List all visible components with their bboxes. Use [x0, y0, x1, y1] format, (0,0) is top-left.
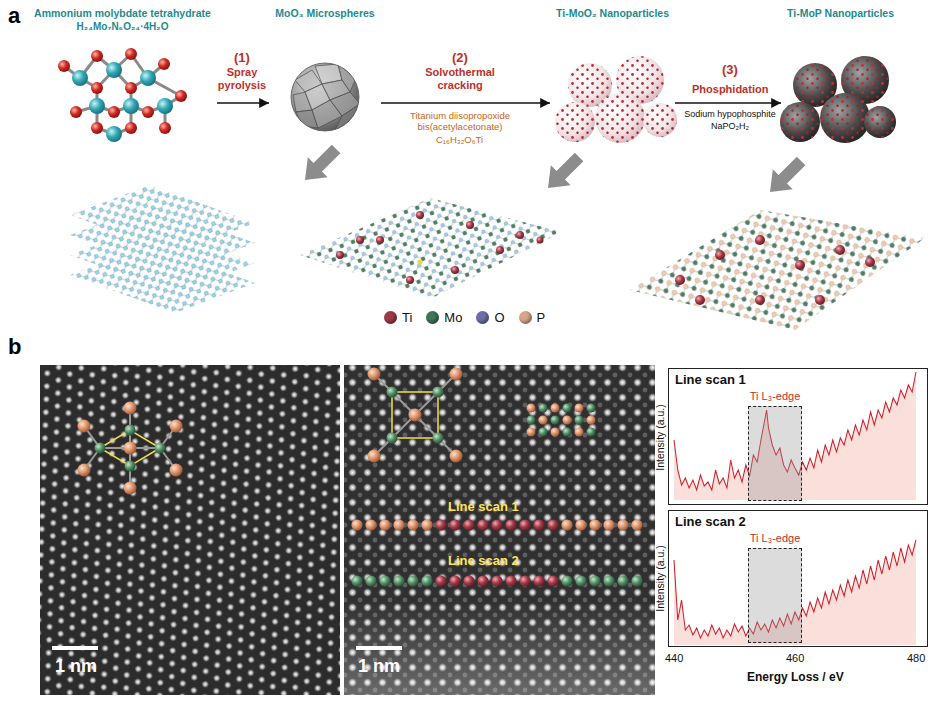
process-arrow — [381, 102, 550, 103]
node-title: Line scan 1 — [669, 369, 752, 390]
node-title: Ti L₃-edge — [750, 389, 801, 403]
reagent-formula: NaPO₂H₂ — [711, 121, 749, 132]
haadf-image — [344, 365, 655, 695]
edge-window: Ti L₃-edge — [739, 389, 811, 501]
node-formula: H₂₄Mo₇N₆O₂₄·4H₂O — [77, 20, 169, 34]
reagent-name: Sodium hypophosphite — [680, 109, 780, 120]
step-name: Spray pyrolysis — [214, 66, 270, 92]
legend-text: Ti — [402, 310, 412, 325]
step-number: (3) — [722, 62, 738, 78]
spectrum-panel: Line scan 2Ti L₃-edge — [668, 510, 928, 647]
legend-item: Mo — [426, 310, 462, 325]
stage-node: Ti-MoO₂ Nanoparticles — [552, 6, 673, 150]
tick-label: 460 — [786, 651, 804, 665]
axis-title: Intensity (a.u.) — [654, 545, 667, 612]
panel-letter: b — [8, 333, 21, 361]
molecule — [58, 48, 187, 142]
tick-label: 480 — [907, 651, 925, 665]
nanoparticles — [555, 56, 677, 143]
node-title: Ammonium molybdate tetrahydrate — [34, 6, 211, 20]
legend-swatch — [519, 311, 532, 324]
haadf-image — [40, 365, 340, 695]
legend-swatch — [384, 311, 397, 324]
scale-bar-label: 1 nm — [358, 655, 400, 678]
node-title: Ti L₃-edge — [750, 531, 801, 545]
process-arrow — [217, 102, 269, 103]
legend-text: O — [494, 310, 504, 325]
node-title: Ti-MoO₂ Nanoparticles — [556, 6, 669, 20]
panel-letter: a — [8, 2, 20, 30]
node-title: Line scan 2 — [669, 511, 752, 532]
legend-text: P — [537, 310, 546, 325]
legend-item: Ti — [384, 310, 412, 325]
axis-title: Intensity (a.u.) — [654, 404, 667, 471]
crystal-lattice — [630, 210, 925, 330]
legend-swatch — [476, 311, 489, 324]
scale-bar-label: 1 nm — [55, 655, 97, 678]
axis-title: Energy Loss / eV — [747, 670, 844, 685]
stage-node: Ammonium molybdate tetrahydrateH₂₄Mo₇N₆O… — [30, 6, 215, 150]
legend: Ti Mo O P — [384, 310, 545, 325]
scan-label: Line scan 1 — [448, 499, 519, 515]
step-number: (1) — [234, 50, 250, 66]
legend-item: O — [476, 310, 504, 325]
crystal-lattice — [70, 185, 255, 313]
node-title: Ti-MoP Nanoparticles — [787, 6, 894, 20]
tick-label: 440 — [665, 651, 683, 665]
dashed-window — [748, 406, 802, 501]
scan-label: Line scan 2 — [448, 553, 519, 569]
reagent-formula: C₁₆H₃₂O₆Ti — [436, 134, 483, 146]
legend-text: Mo — [444, 310, 462, 325]
node-title: MoO₃ Microspheres — [275, 6, 374, 20]
stage-node: MoO₃ Microspheres — [271, 6, 379, 150]
step-name: Solvothermal cracking — [405, 66, 515, 92]
process-arrow — [675, 102, 781, 103]
step-number: (2) — [452, 50, 468, 66]
step-name: Phosphidation — [692, 82, 768, 96]
legend-item: P — [519, 310, 546, 325]
reagent-name: Titanium diisopropoxide bis(acetylaceton… — [394, 110, 526, 132]
nanoparticles — [780, 56, 896, 143]
gray-arrow — [295, 139, 811, 202]
edge-window: Ti L₃-edge — [739, 531, 811, 643]
crystal-lattice — [300, 198, 562, 298]
stage-node: Ti-MoP Nanoparticles — [783, 6, 898, 150]
spectrum-panel: Line scan 1Ti L₃-edge — [668, 368, 928, 505]
eels-spectrum — [674, 372, 916, 645]
legend-swatch — [426, 311, 439, 324]
microsphere — [291, 63, 360, 131]
dashed-window — [748, 548, 802, 643]
